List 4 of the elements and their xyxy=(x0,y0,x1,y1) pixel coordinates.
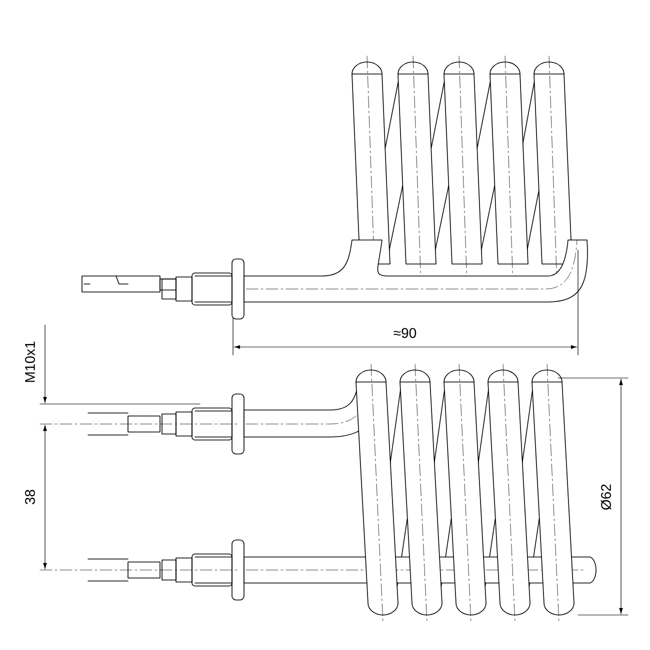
dimension-label: Ø62 xyxy=(600,484,612,510)
dimension-label: ≈90 xyxy=(394,328,416,338)
dimension-label: M10x1 xyxy=(25,342,35,382)
dimension-label: 38 xyxy=(25,490,35,504)
